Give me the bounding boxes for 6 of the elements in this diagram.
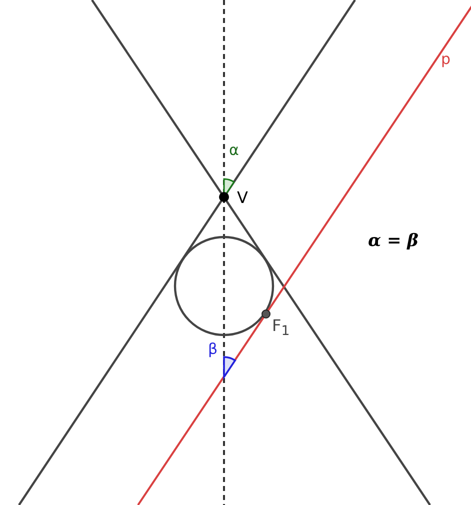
angle-label: β <box>208 342 218 357</box>
point-label: V <box>237 190 248 206</box>
line-label: p <box>441 52 451 67</box>
point-label: F$_{1}$ <box>272 318 290 339</box>
equation: α = β <box>368 233 418 250</box>
angle-label: α <box>229 143 239 158</box>
